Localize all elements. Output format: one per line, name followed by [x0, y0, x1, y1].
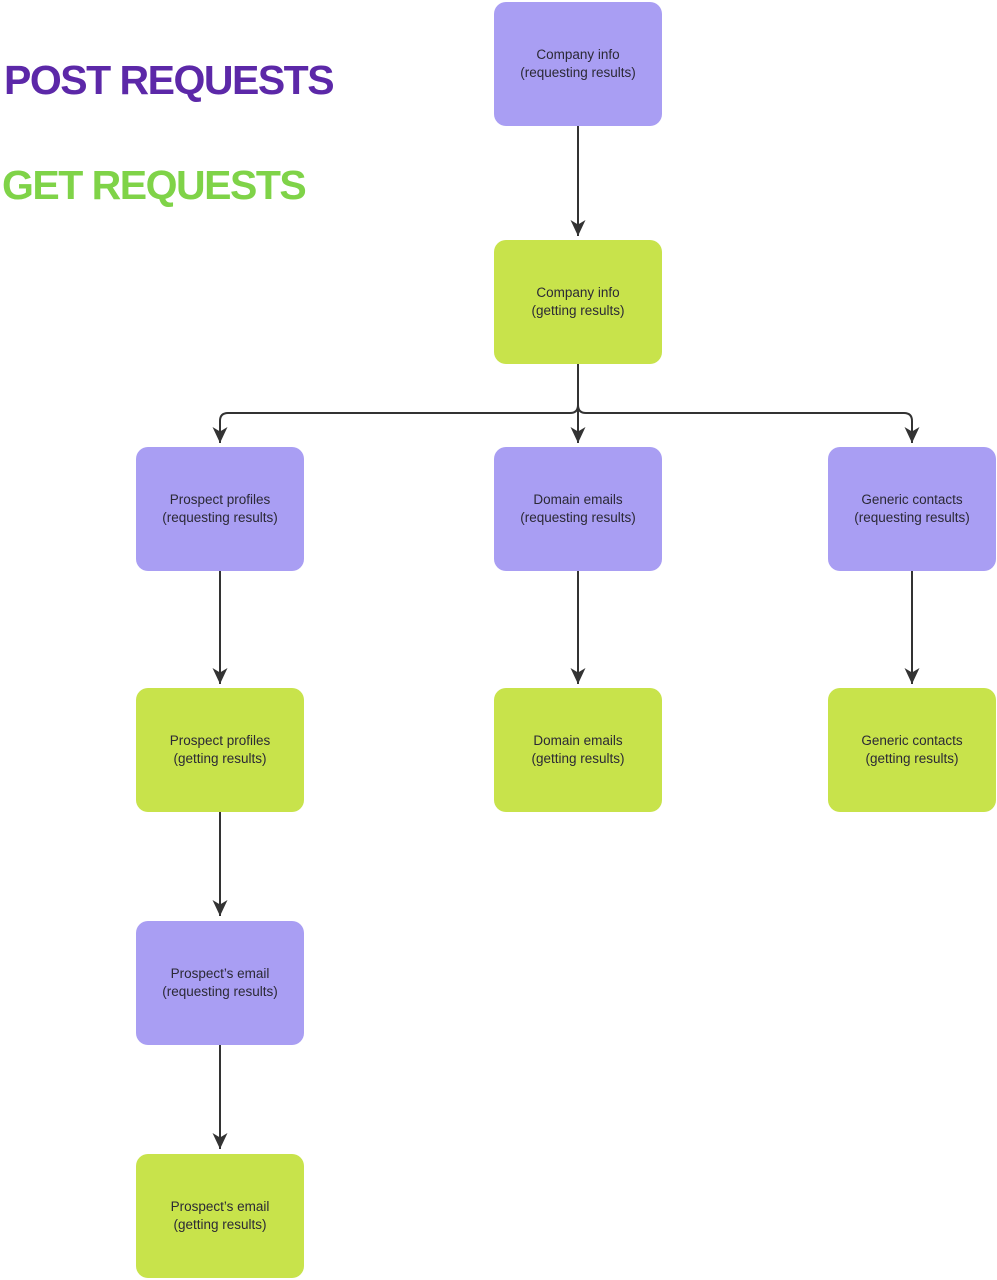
node-label-line1: Domain emails: [533, 492, 623, 508]
node-prospect-profiles-getting: Prospect profiles (getting results): [136, 688, 304, 812]
node-label-line2: (requesting results): [520, 510, 636, 525]
node-label-line1: Prospect profiles: [169, 492, 271, 508]
node-label-line1: Domain emails: [533, 733, 623, 749]
node-domain-emails-requesting: Domain emails (requesting results): [494, 447, 662, 571]
node-company-info-getting: Company info (getting results): [494, 240, 662, 364]
edge-company-get-to-prospect-post: [212, 404, 579, 443]
node-label-line2: (requesting results): [162, 984, 278, 999]
node-label-line2: (getting results): [865, 751, 959, 766]
node-label-line1: Prospect’s email: [170, 966, 270, 982]
legend-post-requests: POST REQUESTS: [4, 57, 335, 103]
legend-get-requests: GET REQUESTS: [2, 162, 307, 208]
node-prospect-profiles-requesting: Prospect profiles (requesting results): [136, 447, 304, 571]
node-generic-contacts-requesting: Generic contacts (requesting results): [828, 447, 996, 571]
node-prospects-email-requesting: Prospect’s email (requesting results): [136, 921, 304, 1045]
node-label-line1: Company info: [536, 285, 620, 301]
node-label-line2: (requesting results): [520, 65, 636, 80]
node-label-line1: Prospect’s email: [170, 1199, 270, 1215]
edge-company-get-to-generic-post: [577, 404, 920, 443]
node-label-line2: (getting results): [531, 303, 625, 318]
node-label-line2: (requesting results): [854, 510, 970, 525]
node-company-info-requesting: Company info (requesting results): [494, 2, 662, 126]
node-label-line1: Prospect profiles: [169, 733, 271, 749]
node-label-line2: (getting results): [173, 751, 267, 766]
node-domain-emails-getting: Domain emails (getting results): [494, 688, 662, 812]
node-prospects-email-getting: Prospect’s email (getting results): [136, 1154, 304, 1278]
node-label-line1: Company info: [536, 47, 620, 63]
node-label-line2: (getting results): [173, 1217, 267, 1232]
node-label-line2: (getting results): [531, 751, 625, 766]
node-label-line1: Generic contacts: [861, 733, 963, 749]
node-label-line1: Generic contacts: [861, 492, 963, 508]
node-generic-contacts-getting: Generic contacts (getting results): [828, 688, 996, 812]
node-label-line2: (requesting results): [162, 510, 278, 525]
